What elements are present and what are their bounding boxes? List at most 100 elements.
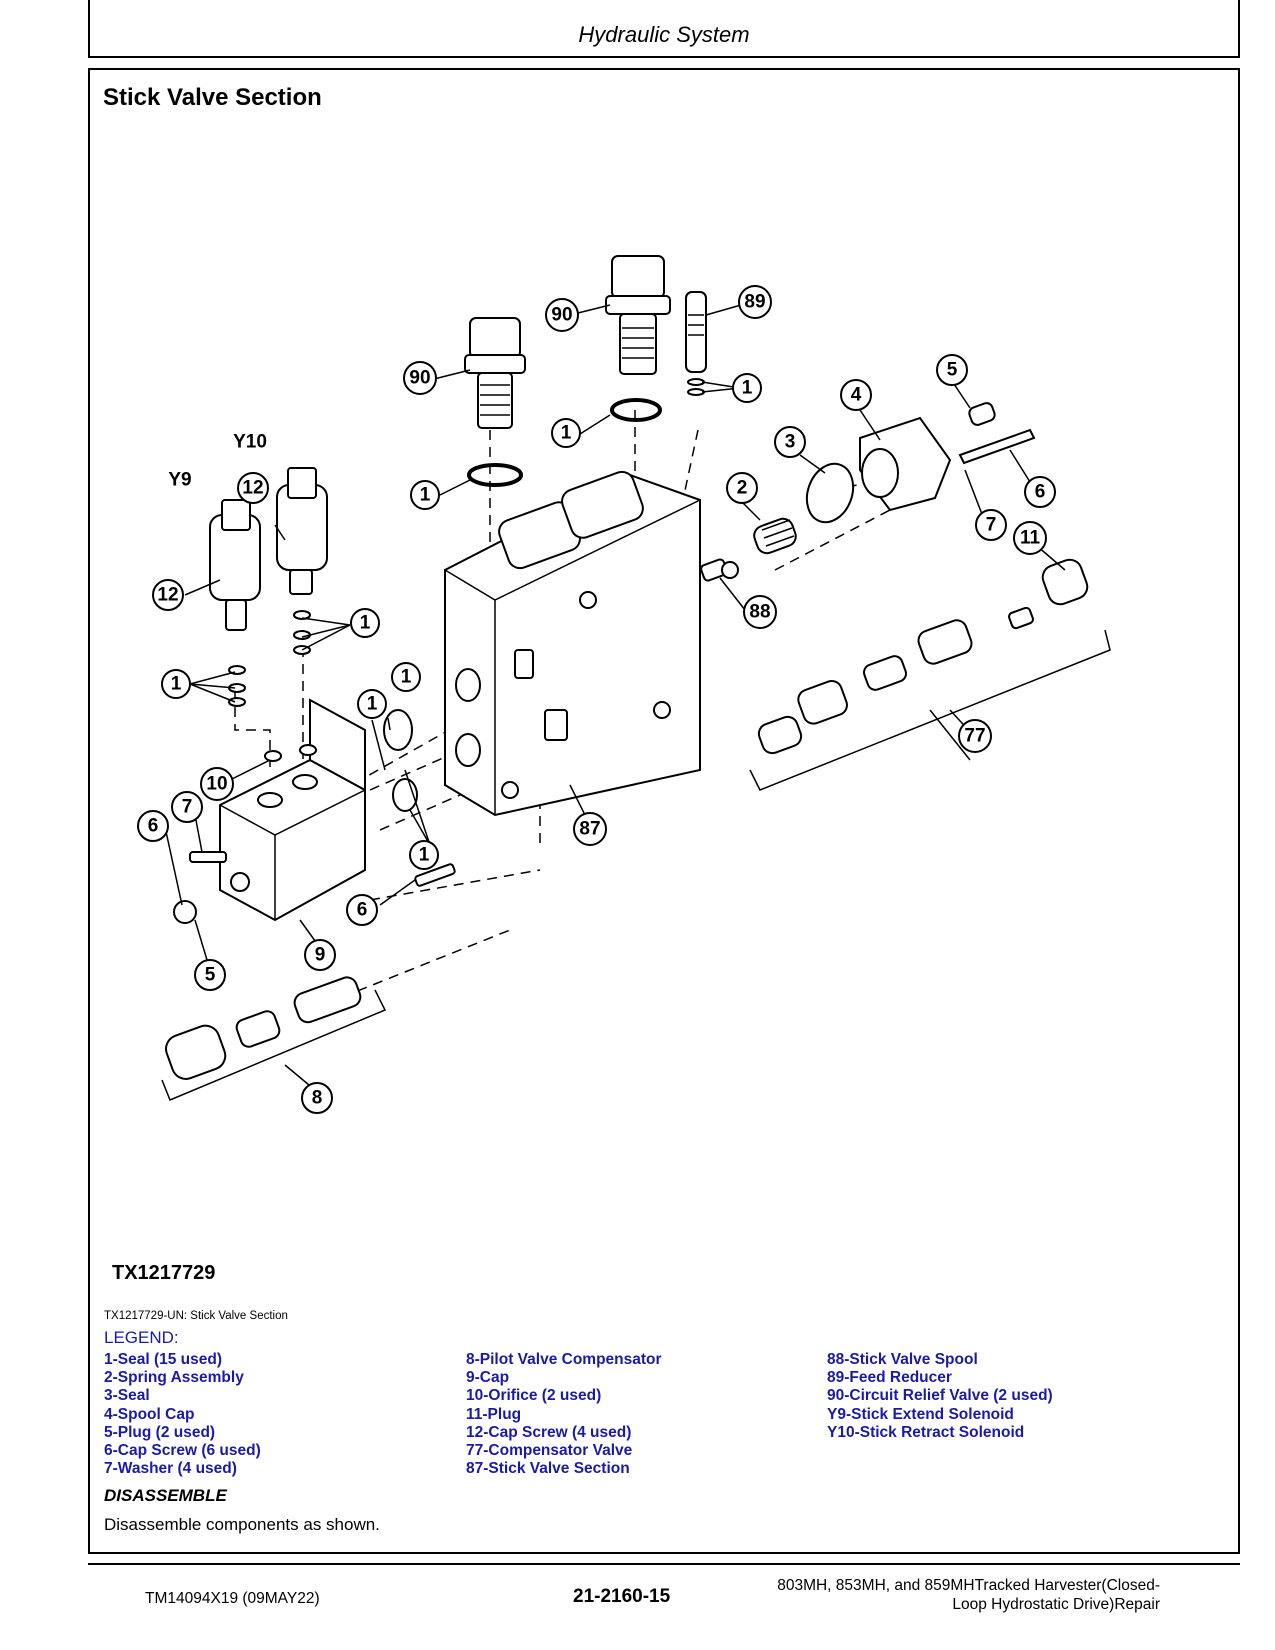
callout-77: 77	[958, 719, 992, 753]
svg-text:6: 6	[357, 900, 368, 921]
legend-item: 5-Plug (2 used)	[104, 1423, 216, 1441]
svg-text:8: 8	[312, 1088, 323, 1109]
svg-text:6: 6	[148, 816, 159, 837]
circuit-relief-valve-right	[605, 255, 671, 375]
callout-5b: 5	[194, 959, 226, 991]
legend-item: 4-Spool Cap	[104, 1405, 195, 1423]
svg-text:12: 12	[242, 478, 263, 499]
svg-text:90: 90	[551, 305, 572, 326]
svg-text:2: 2	[737, 478, 748, 499]
callout-3: 3	[774, 426, 806, 458]
footer-title-line-2: Loop Hydrostatic Drive)Repair	[952, 1596, 1160, 1613]
callout-4: 4	[840, 379, 872, 411]
legend-title: LEGEND:	[104, 1328, 179, 1347]
legend-item: 90-Circuit Relief Valve (2 used)	[827, 1387, 1053, 1405]
svg-text:1: 1	[171, 674, 182, 695]
legend-item: 11-Plug	[466, 1405, 522, 1423]
svg-text:7: 7	[986, 515, 997, 536]
svg-text:1: 1	[401, 667, 412, 688]
cap-screw-6-top	[958, 428, 1036, 465]
callout-1a: 1	[732, 373, 762, 403]
svg-text:4: 4	[851, 385, 862, 406]
svg-text:87: 87	[579, 819, 600, 840]
legend-item: 10-Orifice (2 used)	[466, 1387, 602, 1405]
callout-90a: 90	[403, 361, 437, 395]
callout-6a: 6	[1024, 476, 1056, 508]
procedure-text: Disassemble components as shown.	[104, 1515, 380, 1534]
callout-6b: 6	[137, 810, 169, 842]
callout-y10: Y10	[233, 432, 267, 453]
callout-1c: 1	[410, 480, 440, 510]
callout-88: 88	[743, 595, 777, 629]
pilot-valve-compensator	[161, 976, 387, 1101]
legend-item: 89-Feed Reducer	[827, 1369, 952, 1387]
seal-rings	[228, 398, 662, 812]
callout-7a: 7	[975, 509, 1007, 541]
svg-text:1: 1	[420, 485, 431, 506]
legend-item: 88-Stick Valve Spool	[827, 1351, 978, 1368]
svg-text:1: 1	[360, 613, 371, 634]
callout-1d: 1	[350, 608, 380, 638]
legend-item: 7-Washer (4 used)	[104, 1460, 237, 1478]
footer-manual-title: 803MH, 853MH, and 859MHTracked Harvester…	[700, 1576, 1160, 1614]
svg-text:90: 90	[409, 368, 430, 389]
legend-item: 8-Pilot Valve Compensator	[466, 1351, 662, 1368]
legend-item: 77-Compensator Valve	[466, 1442, 633, 1460]
page-header-title: Hydraulic System	[578, 22, 750, 47]
callout-9: 9	[304, 939, 336, 971]
callout-2: 2	[726, 472, 758, 504]
legend-item: Y9-Stick Extend Solenoid	[827, 1405, 1014, 1423]
svg-text:9: 9	[315, 945, 326, 966]
circuit-relief-valve-left	[464, 317, 526, 429]
callout-6c: 6	[346, 894, 378, 926]
callout-1g: 1	[357, 689, 387, 719]
svg-text:1: 1	[561, 423, 572, 444]
svg-text:1: 1	[419, 845, 430, 866]
feed-reducer	[685, 291, 707, 396]
callout-12a: 12	[237, 472, 269, 504]
legend-column-3: 88-Stick Valve Spool 89-Feed Reducer 90-…	[827, 1351, 1053, 1442]
callout-5a: 5	[936, 354, 968, 386]
svg-text:3: 3	[785, 432, 796, 453]
stick-extend-solenoid	[209, 499, 261, 631]
footer-title-line-1: 803MH, 853MH, and 859MHTracked Harvester…	[777, 1577, 1160, 1594]
legend-item: 12-Cap Screw (4 used)	[466, 1423, 632, 1441]
seal-3	[805, 462, 855, 524]
svg-text:1: 1	[742, 378, 753, 399]
cap-block	[219, 698, 366, 922]
footer-divider	[88, 1563, 1240, 1565]
legend-item: 3-Seal	[104, 1387, 150, 1405]
svg-text:5: 5	[947, 360, 958, 381]
legend-column-2: 8-Pilot Valve Compensator 9-Cap 10-Orifi…	[466, 1351, 662, 1478]
svg-text:88: 88	[749, 602, 770, 623]
legend-item: 9-Cap	[466, 1369, 510, 1387]
svg-text:5: 5	[205, 965, 216, 986]
svg-text:77: 77	[964, 726, 985, 747]
svg-text:11: 11	[1020, 528, 1041, 549]
callout-12b: 12	[152, 579, 184, 611]
svg-text:1: 1	[367, 694, 378, 715]
footer-manual-id: TM14094X19 (09MAY22)	[145, 1590, 320, 1607]
small-hardware	[173, 561, 739, 924]
plug-11	[1041, 558, 1089, 606]
content-box: Stick Valve Section	[88, 68, 1240, 1554]
legend-item: 1-Seal (15 used)	[104, 1351, 223, 1368]
svg-text:10: 10	[206, 774, 227, 795]
figure-id: TX1217729	[112, 1262, 216, 1284]
legend-item: 6-Cap Screw (6 used)	[104, 1442, 261, 1460]
legend-item: Y10-Stick Retract Solenoid	[827, 1423, 1025, 1441]
callout-10: 10	[200, 767, 234, 801]
exploded-view-diagram: 90 90 89 1 1 1 5 4 3 2 6 7 11 Y10 Y9 12 …	[137, 255, 1111, 1114]
callout-1b: 1	[551, 418, 581, 448]
callout-7b: 7	[171, 791, 203, 823]
callout-1e: 1	[161, 669, 191, 699]
legend-column-1: 1-Seal (15 used) 2-Spring Assembly 3-Sea…	[104, 1351, 261, 1478]
callout-90b: 90	[545, 298, 579, 332]
procedure-heading: DISASSEMBLE	[104, 1486, 227, 1505]
footer-page-number: 21-2160-15	[573, 1586, 671, 1607]
compensator-valve-assembly	[749, 606, 1111, 791]
figure-caption: TX1217729-UN: Stick Valve Section	[104, 1310, 288, 1322]
svg-text:7: 7	[182, 797, 193, 818]
stick-retract-solenoid	[276, 467, 328, 595]
callout-89: 89	[738, 285, 772, 319]
